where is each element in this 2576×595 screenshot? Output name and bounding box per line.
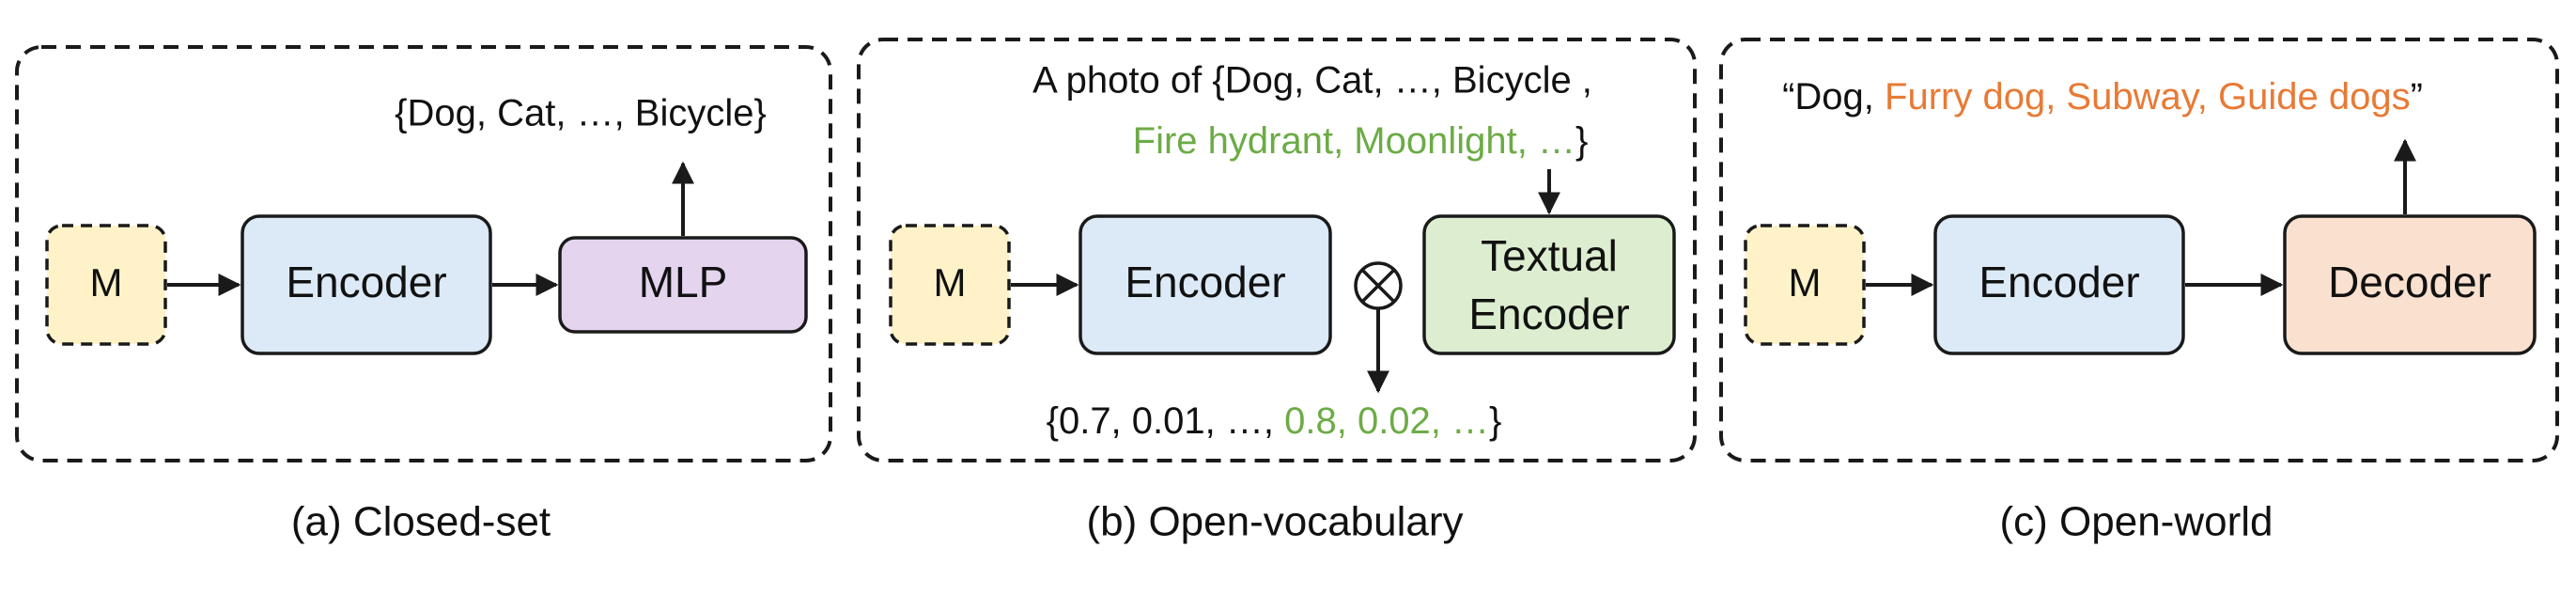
panel-c-decoder-label: Decoder bbox=[2328, 258, 2491, 306]
panel-b-prompt-line1: A photo of {Dog, Cat, …, Bicycle , bbox=[1032, 60, 1592, 102]
panel-b-textual-encoder-line2: Encoder bbox=[1468, 290, 1629, 338]
panel-c-output-new: Furry dog, Subway, Guide dogs bbox=[1885, 76, 2411, 117]
panel-a-frame bbox=[15, 45, 832, 462]
panel-c-output-close: ” bbox=[2411, 76, 2423, 117]
panel-c-encoder-label: Encoder bbox=[1979, 258, 2139, 306]
panel-open-vocabulary: A photo of {Dog, Cat, …, Bicycle , Fire … bbox=[857, 38, 1697, 462]
panel-b-scores-new: 0.8, 0.02, … bbox=[1284, 400, 1489, 442]
panel-c-input-box bbox=[1744, 224, 1866, 346]
panel-b-encoder-label: Encoder bbox=[1125, 258, 1285, 306]
panel-c-input-label: M bbox=[1789, 260, 1822, 305]
panel-b-scores-close: } bbox=[1489, 400, 1501, 442]
panel-a-encoder-box bbox=[241, 214, 492, 355]
panel-b-scores-known: {0.7, 0.01, …, bbox=[1047, 400, 1274, 442]
panel-a-input-label: M bbox=[90, 260, 123, 305]
caption-open-vocabulary: (b) Open-vocabulary bbox=[1086, 499, 1463, 545]
panel-b-input-box bbox=[889, 224, 1011, 346]
panel-b-prompt-close: } bbox=[1575, 120, 1588, 162]
panel-a-mlp-label: MLP bbox=[639, 258, 728, 306]
caption-closed-set: (a) Closed-set bbox=[291, 499, 551, 545]
panel-b-encoder-box bbox=[1079, 214, 1332, 355]
panel-open-world: “Dog, Furry dog, Subway, Guide dogs” M E… bbox=[1719, 38, 2559, 462]
panel-b-prompt-new-classes: Fire hydrant, Moonlight, … bbox=[1133, 120, 1575, 162]
panel-c-decoder-box bbox=[2283, 214, 2537, 355]
caption-open-world: (c) Open-world bbox=[2000, 499, 2273, 545]
panel-a-output-text: {Dog, Cat, …, Bicycle} bbox=[395, 93, 767, 134]
panel-a-mlp-box bbox=[558, 236, 808, 334]
panel-c-output-known: “Dog, bbox=[1782, 76, 1874, 117]
panel-a-encoder-label: Encoder bbox=[286, 258, 446, 306]
panel-c-encoder-box bbox=[1933, 214, 2185, 355]
panel-b-scores-text: {0.7, 0.01, …, 0.8, 0.02, …} bbox=[1047, 400, 1502, 442]
panel-b-prompt-line2: Fire hydrant, Moonlight, …} bbox=[1133, 120, 1589, 162]
panel-closed-set: M Encoder MLP {Dog, Cat, …, Bicycle} bbox=[15, 45, 832, 462]
panel-b-operator-cross-b bbox=[1360, 268, 1396, 304]
panel-b-textual-encoder-box bbox=[1422, 214, 1676, 355]
panel-b-textual-encoder-line1: Textual bbox=[1481, 231, 1618, 280]
panel-b-input-label: M bbox=[934, 260, 967, 305]
panel-c-frame bbox=[1719, 38, 2559, 462]
panel-a-input-box bbox=[45, 224, 167, 346]
panel-c-output-text: “Dog, Furry dog, Subway, Guide dogs” bbox=[1782, 76, 2423, 117]
panel-b-frame bbox=[857, 38, 1697, 462]
